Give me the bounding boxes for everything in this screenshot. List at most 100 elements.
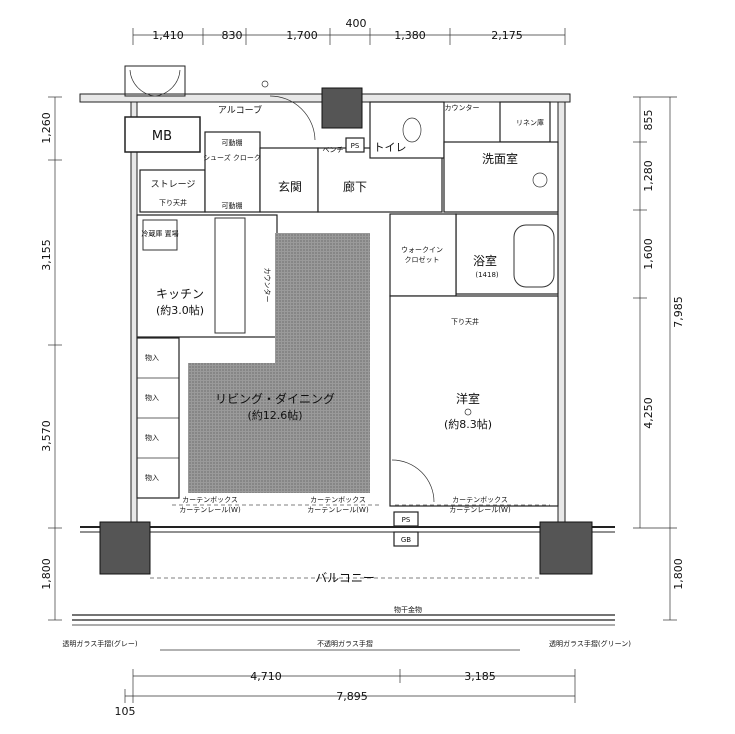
ps-label: PS xyxy=(351,142,360,150)
bench-label: ベンチ xyxy=(323,146,344,154)
kitchen-label: キッチン xyxy=(156,287,204,301)
dim-bottom-4: 105 xyxy=(115,705,136,718)
balcony-label: バルコニー xyxy=(315,571,375,585)
drying-rack-label: 物干金物 xyxy=(394,605,422,614)
gb-box xyxy=(393,531,419,547)
living-size-label: (約12.6帖) xyxy=(247,408,302,422)
closet-label-3: 物入 xyxy=(145,433,159,442)
ps-box xyxy=(345,137,365,153)
bath-size-label: (1418) xyxy=(475,271,499,279)
wic-label: ウォークイン xyxy=(401,246,443,254)
kitchen-counter xyxy=(214,217,246,334)
dim-right-2: 1,280 xyxy=(642,160,655,192)
bathtub-icon xyxy=(513,224,555,288)
mb-label: MB xyxy=(152,129,172,144)
storage-label: ストレージ xyxy=(151,180,196,190)
bottom-dimension-line: 4,710 3,185 7,895 105 xyxy=(115,669,576,718)
dim-left-1: 1,260 xyxy=(40,112,53,144)
movable-shelf-label: 可動棚 xyxy=(222,138,243,147)
bedroom-label: 洋室 xyxy=(456,391,480,406)
curtain-rail-label-2: カーテンレール(W) xyxy=(307,506,369,514)
dim-left-3: 3,570 xyxy=(40,420,53,452)
floor-heating-area-1 xyxy=(275,233,370,363)
glass-rail-green-label: 透明ガラス手摺(グリーン) xyxy=(549,639,631,648)
storage-room xyxy=(139,169,206,213)
closet-label-4: 物入 xyxy=(145,473,159,482)
glass-rail-gray-label: 透明ガラス手摺(グレー) xyxy=(62,639,138,648)
dim-top-4: 400 xyxy=(346,17,367,30)
bedroom-door-swing xyxy=(391,459,435,503)
counter-label-toilet: カウンター xyxy=(445,103,480,112)
kitchen-size-label: (約3.0帖) xyxy=(156,303,204,317)
balcony xyxy=(72,577,615,626)
entrance-door-swing xyxy=(269,95,316,141)
dim-bottom-3: 7,895 xyxy=(336,690,368,703)
column-bottom-left xyxy=(99,521,151,575)
linen-closet xyxy=(499,101,551,143)
right-dimension-line: 855 1,280 1,600 4,250 7,985 1,800 xyxy=(633,96,685,621)
storage-ceiling-label: 下り天井 xyxy=(159,198,187,207)
washroom xyxy=(443,141,559,213)
wic-label-2: クロゼット xyxy=(405,255,440,264)
glass-rail-opaque-label: 不透明ガラス手摺 xyxy=(317,639,373,648)
bedroom xyxy=(389,295,559,507)
toilet-label: トイレ xyxy=(374,141,407,154)
dim-top-2: 830 xyxy=(222,29,243,42)
entrance xyxy=(259,147,319,213)
shoes-cloak xyxy=(204,131,261,213)
dim-left-4: 1,800 xyxy=(40,558,53,590)
dim-left-2: 3,155 xyxy=(40,239,53,271)
washroom-label: 洗面室 xyxy=(482,151,518,166)
ps-box-bottom xyxy=(393,511,419,527)
floor-heating-area-2 xyxy=(188,363,370,493)
column-bottom-right xyxy=(539,521,593,575)
fridge-space xyxy=(142,219,178,251)
alcove-light-icon xyxy=(261,80,269,88)
ps-bottom-label: PS xyxy=(402,516,411,524)
dim-right-4: 4,250 xyxy=(642,397,655,429)
bedroom-light-icon xyxy=(464,408,472,416)
kitchen-counter-label: カウンター xyxy=(263,268,272,303)
fridge-label: 冷蔵庫 置場 xyxy=(141,229,178,238)
dim-right-1: 855 xyxy=(642,110,655,131)
linen-label: リネン庫 xyxy=(516,118,544,127)
bedroom-ceiling-label: 下り天井 xyxy=(451,317,479,326)
left-dimension-line: 1,260 3,155 3,570 1,800 xyxy=(40,96,62,621)
movable-shelf-label-2: 可動棚 xyxy=(222,201,243,210)
bedroom-size-label: (約8.3帖) xyxy=(444,417,492,431)
mb-door xyxy=(124,65,186,97)
curtain-box-label-2: カーテンボックス xyxy=(310,496,366,504)
closet-label-2: 物入 xyxy=(145,393,159,402)
bath-label: 浴室 xyxy=(473,253,497,268)
washer-icon xyxy=(532,172,548,188)
walk-in-closet xyxy=(389,213,457,297)
column-top xyxy=(321,87,363,129)
curtain-box-label-1: カーテンボックス xyxy=(182,496,238,504)
living-label: リビング・ダイニング xyxy=(215,391,335,406)
gb-label: GB xyxy=(401,536,411,544)
dim-bottom-2: 3,185 xyxy=(464,670,496,683)
shoes-cloak-label: シューズ クローク xyxy=(203,153,261,162)
top-dimension-line: 1,410 830 1,700 400 1,380 2,175 xyxy=(132,17,566,45)
dim-right-3: 1,600 xyxy=(642,238,655,270)
curtain-rail-label-1: カーテンレール(W) xyxy=(179,506,241,514)
toilet-room xyxy=(369,101,445,159)
alcove-label: アルコーブ xyxy=(218,104,262,116)
dim-top-5: 1,380 xyxy=(394,29,426,42)
dim-bottom-1: 4,710 xyxy=(250,670,282,683)
closet-label-1: 物入 xyxy=(145,353,159,362)
hallway-label: 廊下 xyxy=(343,179,367,194)
mb-box xyxy=(124,116,201,153)
entrance-label: 玄関 xyxy=(278,179,302,194)
dim-top-3: 1,700 xyxy=(286,29,318,42)
closet-column: 物入 物入 物入 物入 xyxy=(136,337,180,499)
dim-right-5: 7,985 xyxy=(672,296,685,328)
dim-top-1: 1,410 xyxy=(152,29,184,42)
dim-top-6: 2,175 xyxy=(491,29,523,42)
dim-right-6: 1,800 xyxy=(672,558,685,590)
curtain-box-label-3: カーテンボックス xyxy=(452,496,508,504)
curtain-rail-label-3: カーテンレール(W) xyxy=(449,506,511,514)
toilet-icon xyxy=(402,117,422,143)
